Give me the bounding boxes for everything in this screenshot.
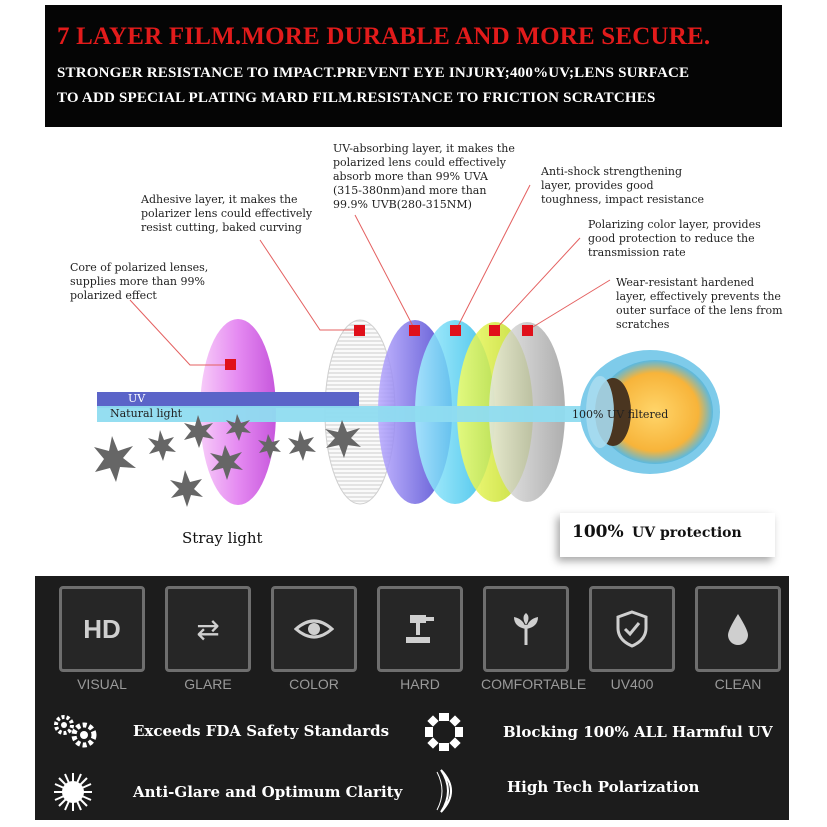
eye-icon xyxy=(271,586,357,672)
gavel-icon xyxy=(377,586,463,672)
drop-icon xyxy=(695,586,781,672)
headline: 7 LAYER FILM.MORE DURABLE AND MORE SECUR… xyxy=(57,23,711,50)
annotation-wear-resistant-layer: Wear-resistant hardened layer, effective… xyxy=(616,276,783,331)
feature-label: UV400 xyxy=(610,676,654,692)
feature-label: VISUAL xyxy=(77,676,127,692)
gears-icon xyxy=(54,715,97,748)
shield-check-icon xyxy=(589,586,675,672)
moon-icon xyxy=(436,769,452,813)
features-panel: HD VISUAL ⇄ GLARE COLOR HARD COMFORTABLE… xyxy=(35,576,789,820)
natural-light-label: Natural light xyxy=(110,407,183,420)
plant-icon xyxy=(483,586,569,672)
layer-markers xyxy=(225,325,533,370)
stray-light-stars xyxy=(94,414,361,507)
annotation-uv-absorbing-layer: UV-absorbing layer, it makes the polariz… xyxy=(333,142,515,211)
feature-color: COLOR xyxy=(269,586,359,692)
shuffle-icon: ⇄ xyxy=(165,586,251,672)
benefit-uv-blocking: Blocking 100% ALL Harmful UV xyxy=(503,723,773,741)
annotation-anti-shock-layer: Anti-shock strengthening layer, provides… xyxy=(541,165,705,206)
uv-beam-label: UV xyxy=(128,392,146,405)
annotation-adhesive-layer: Adhesive layer, it makes the polarizer l… xyxy=(141,193,313,234)
annotation-core-lens: Core of polarized lenses, supplies more … xyxy=(70,261,209,302)
lens-layer-diagram xyxy=(94,184,720,507)
benefit-polarization: High Tech Polarization xyxy=(507,778,700,796)
feature-glare: ⇄ GLARE xyxy=(163,586,253,692)
uv-beam xyxy=(97,392,359,408)
feature-label: COMFORTABLE xyxy=(481,676,587,692)
benefit-fda: Exceeds FDA Safety Standards xyxy=(133,722,390,740)
feature-hard: HARD xyxy=(375,586,465,692)
sun-icon xyxy=(54,773,92,811)
natural-light-beam xyxy=(97,406,667,422)
feature-visual: HD VISUAL xyxy=(57,586,147,692)
feature-clean: CLEAN xyxy=(693,586,783,692)
uv-protection-text: UV protection xyxy=(632,525,742,541)
top-banner: 7 LAYER FILM.MORE DURABLE AND MORE SECUR… xyxy=(45,5,782,127)
leader-lines xyxy=(129,184,611,366)
subheadline-line-2: TO ADD SPECIAL PLATING MARD FILM.RESISTA… xyxy=(57,90,656,106)
feature-label: COLOR xyxy=(289,676,339,692)
feature-label: GLARE xyxy=(184,676,232,692)
uv-protection-percent: 100% xyxy=(572,522,624,542)
stray-light-label: Stray light xyxy=(182,529,263,547)
feature-label: HARD xyxy=(400,676,440,692)
subheadline-line-1: STRONGER RESISTANCE TO IMPACT.PREVENT EY… xyxy=(57,65,690,81)
annotation-polarizing-color-layer: Polarizing color layer, provides good pr… xyxy=(588,218,761,259)
eye-illustration xyxy=(580,350,720,474)
benefit-anti-glare: Anti-Glare and Optimum Clarity xyxy=(133,783,403,801)
hd-icon: HD xyxy=(59,586,145,672)
feature-uv400: UV400 xyxy=(587,586,677,692)
aperture-icon xyxy=(425,713,463,751)
uv-filtered-label: 100% UV filtered xyxy=(572,408,669,421)
feature-comfortable: COMFORTABLE xyxy=(481,586,587,692)
feature-label: CLEAN xyxy=(714,676,762,692)
uv-protection-badge: 100% UV protection xyxy=(560,513,775,557)
